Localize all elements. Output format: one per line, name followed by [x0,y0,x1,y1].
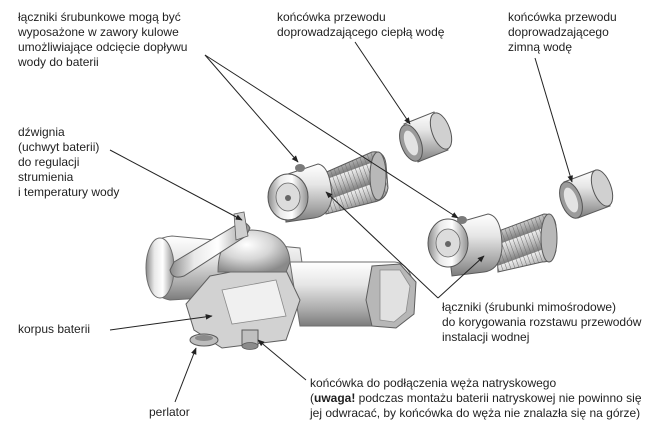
label-aerator: perlator [149,405,190,419]
label-cold-water-pipe-end: końcówka przewodu doprowadzającego zimną… [508,10,617,54]
leader-body [109,314,213,331]
leader-eccentric-b [437,255,485,299]
eccentric-coupling-cold [427,213,558,277]
shower-outlet-title: końcówka do podłączenia węża natryskoweg… [310,376,557,390]
pipe-end-cold [559,169,614,219]
eccentric-coupling-hot [267,151,389,223]
label-shower-hose-outlet: końcówka do podłączenia węża natryskoweg… [310,376,642,420]
shower-warning-text: podczas montażu baterii natryskowej nie … [310,391,642,420]
leader-lines [109,41,573,403]
shower-warning-word: uwaga! [314,391,356,405]
leader-cold [534,57,573,183]
faucet-body [145,211,417,350]
leader-eccentric-a [325,191,439,299]
leader-aerator [174,347,197,403]
leader-couplings-a [204,54,299,163]
leader-shower [257,339,307,381]
leader-lever [109,149,243,221]
label-hot-water-pipe-end: końcówka przewodu doprowadzającego ciepł… [277,10,445,39]
label-eccentric-couplings: łączniki (śrubunki mimośrodowe) do koryg… [442,300,642,344]
label-couplings: łączniki śrubunkowe mogą być wyposażone … [18,10,188,69]
label-faucet-body: korpus baterii [18,322,91,336]
pipe-end-hot [399,111,453,163]
leader-hot [354,41,411,125]
label-lever: dźwignia (uchwyt baterii) do regulacji s… [18,125,120,199]
leader-couplings-b [204,54,459,219]
